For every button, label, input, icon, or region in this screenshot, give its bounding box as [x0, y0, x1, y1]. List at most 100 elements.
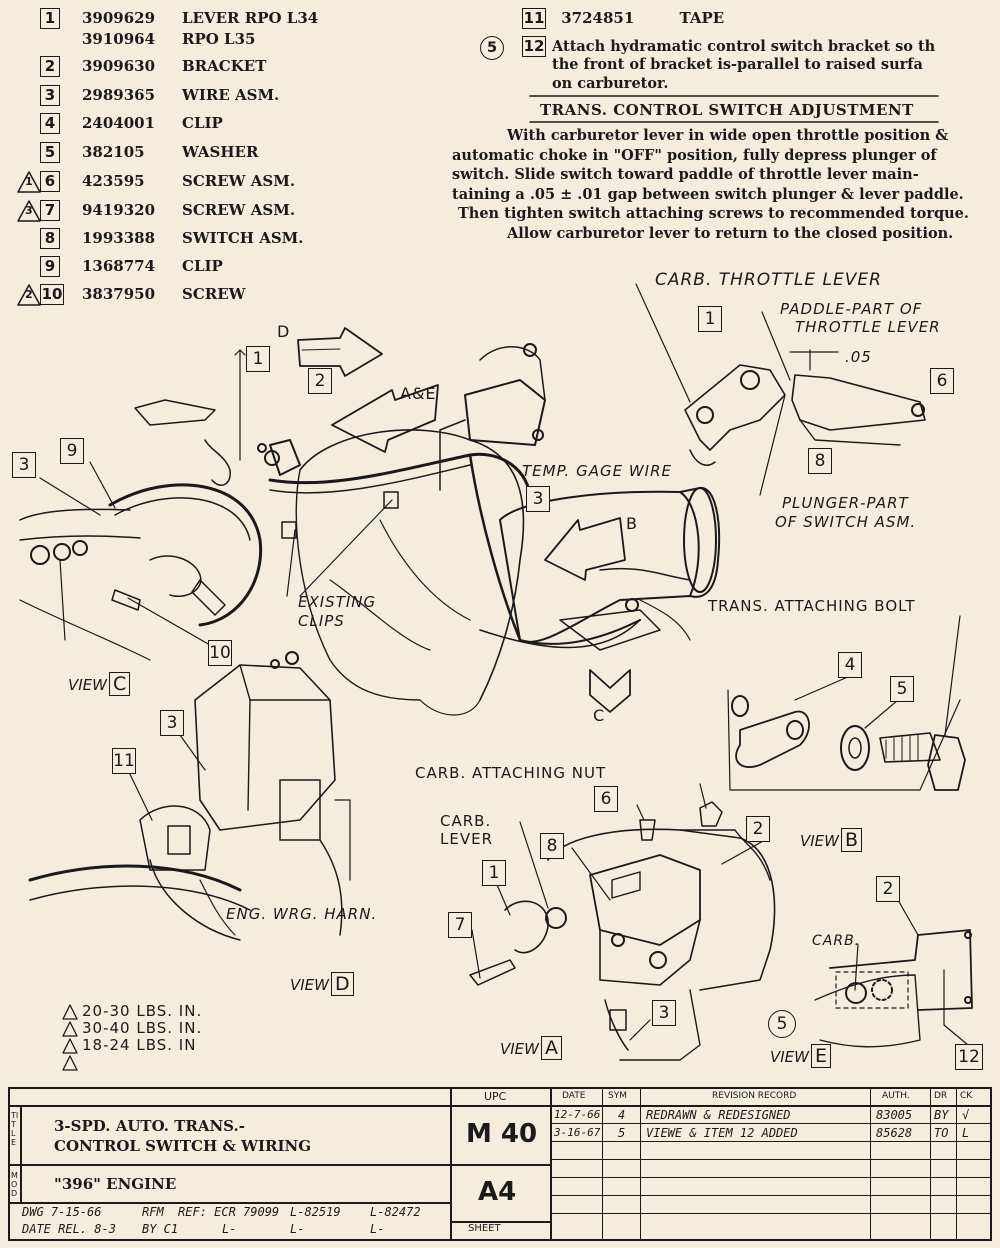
existing-clips-label: CLIPS	[298, 612, 345, 630]
callout: 6	[930, 368, 954, 394]
note-marker: 2	[25, 288, 33, 301]
rev-header: DATE	[562, 1091, 586, 1101]
reference-l: L-	[290, 1222, 305, 1236]
upc-label: UPC	[484, 1090, 507, 1103]
parts-list-row: 3 2989365 WIRE ASM.	[0, 85, 340, 113]
callout: 2	[308, 368, 332, 394]
part-description: WASHER	[182, 143, 259, 161]
model-name: "396" ENGINE	[54, 1175, 177, 1193]
plunger-label: PLUNGER-PART	[782, 494, 909, 512]
callout: 7	[448, 912, 472, 938]
item-number: 12	[522, 36, 546, 57]
carb-label: CARB.	[812, 933, 861, 949]
torque-spec: 20-30 LBS. IN.	[82, 1002, 203, 1020]
rev-header: REVISION RECORD	[712, 1091, 797, 1101]
callout: 8	[808, 448, 832, 474]
part-11-row: 11 3724851 TAPE	[522, 8, 724, 29]
torque-legend: 20-30 LBS. IN. 30-40 LBS. IN. 18-24 LBS.…	[62, 1003, 202, 1054]
rev-record: REDRAWN & REDESIGNED	[646, 1108, 791, 1122]
upc-code: M 40	[466, 1119, 538, 1149]
part-description: CLIP	[182, 114, 223, 132]
parts-list-row: 2 3909630 BRACKET	[0, 56, 340, 84]
adjustment-line: With carburetor lever in wide open throt…	[507, 127, 949, 144]
reference-l: L-82519	[290, 1205, 341, 1219]
callout: 2	[746, 816, 770, 842]
rev-header: AUTH.	[882, 1091, 910, 1101]
item-number: 10	[40, 284, 64, 305]
carb-nut-label: CARB. ATTACHING NUT	[415, 764, 607, 782]
arrow-ae-label: A&E	[400, 384, 437, 403]
part-number: 1368774	[82, 257, 156, 275]
item-number: 2	[40, 56, 60, 77]
reference-l: L-	[222, 1222, 237, 1236]
parts-list-row: 8 1993388 SWITCH ASM.	[0, 228, 340, 256]
item-number: 6	[40, 171, 60, 192]
adjustment-text: With carburetor lever in wide open throt…	[452, 126, 992, 243]
part-number: 3909630	[82, 57, 156, 75]
adjustment-line: taining a .05 ± .01 gap between switch p…	[452, 185, 964, 203]
note-line: on carburetor.	[552, 75, 669, 92]
rev-ck: L	[962, 1126, 970, 1140]
torque-spec: 30-40 LBS. IN.	[82, 1019, 203, 1037]
rev-dr: TO	[934, 1126, 949, 1140]
drawing-title: CONTROL SWITCH & WIRING	[54, 1137, 311, 1155]
part-number: 3837950	[82, 285, 156, 303]
part-number: 3910964	[82, 30, 156, 48]
callout: 8	[540, 833, 564, 859]
part-number: 2989365	[82, 86, 156, 104]
carb-lever-label: CARB.	[440, 812, 492, 830]
note-marker: 3	[25, 204, 33, 217]
carb-lever-label: LEVER	[440, 830, 493, 848]
plunger-label: OF SWITCH ASM.	[775, 513, 917, 531]
temp-gage-wire-label: TEMP. GAGE WIRE	[522, 462, 673, 480]
callout: 5	[890, 676, 914, 702]
parts-list-row: 1 6 423595 SCREW ASM.	[0, 171, 340, 199]
parts-list-row: 3 7 9419320 SCREW ASM.	[0, 200, 340, 228]
sheet-label: SHEET	[468, 1223, 501, 1234]
callout: 6	[594, 786, 618, 812]
existing-clips-label: EXISTING	[298, 593, 377, 611]
part-description: SCREW	[182, 285, 246, 303]
carb-throttle-lever-label: CARB. THROTTLE LEVER	[655, 270, 882, 290]
revision-table: DATE SYM REVISION RECORD AUTH. DR CK 12-…	[552, 1089, 992, 1239]
callout: 3	[160, 710, 184, 736]
eng-harness-label: ENG. WRG. HARN.	[226, 905, 378, 923]
callout: 3	[12, 452, 36, 478]
item-number: 4	[40, 113, 60, 134]
reference-l: L-82472	[370, 1205, 421, 1219]
part-description: CLIP	[182, 257, 223, 275]
torque-spec: 18-24 LBS. IN	[82, 1036, 197, 1054]
callout: 4	[838, 652, 862, 678]
callout: 9	[60, 438, 84, 464]
part-description: TAPE	[679, 9, 725, 27]
parts-list-row: 5 382105 WASHER	[0, 142, 340, 170]
arrow-b-label: B	[626, 514, 638, 533]
arrow-c-label: C	[593, 706, 606, 725]
revision-circle: 5	[768, 1010, 796, 1038]
paddle-label: THROTTLE LEVER	[795, 318, 941, 336]
rev-sym: 4	[618, 1108, 626, 1122]
adjustment-line: Allow carburetor lever to return to the …	[507, 224, 954, 242]
reference-l: L-	[370, 1222, 385, 1236]
item-number: 9	[40, 256, 60, 277]
part-number: 9419320	[82, 201, 156, 219]
callout: 3	[526, 486, 550, 512]
callout: 1	[246, 346, 270, 372]
part-description: WIRE ASM.	[182, 86, 280, 104]
rev-header: SYM	[608, 1091, 627, 1101]
part-description: RPO L35	[182, 30, 256, 48]
item-number: 1	[40, 8, 60, 29]
part-description: SCREW ASM.	[182, 172, 296, 190]
parts-list-row: 1 3909629 3910964 LEVER RPO L34 RPO L35	[0, 8, 340, 48]
item-number: 5	[40, 142, 60, 163]
rev-record: VIEWE & ITEM 12 ADDED	[646, 1126, 798, 1140]
rev-sym: 5	[618, 1126, 626, 1140]
part-number: 3724851	[561, 9, 635, 27]
item-number: 11	[522, 8, 546, 29]
sheet-number: A4	[478, 1177, 517, 1207]
reference: REF: ECR 79099	[178, 1205, 280, 1219]
arrow-d-label: D	[277, 322, 291, 341]
